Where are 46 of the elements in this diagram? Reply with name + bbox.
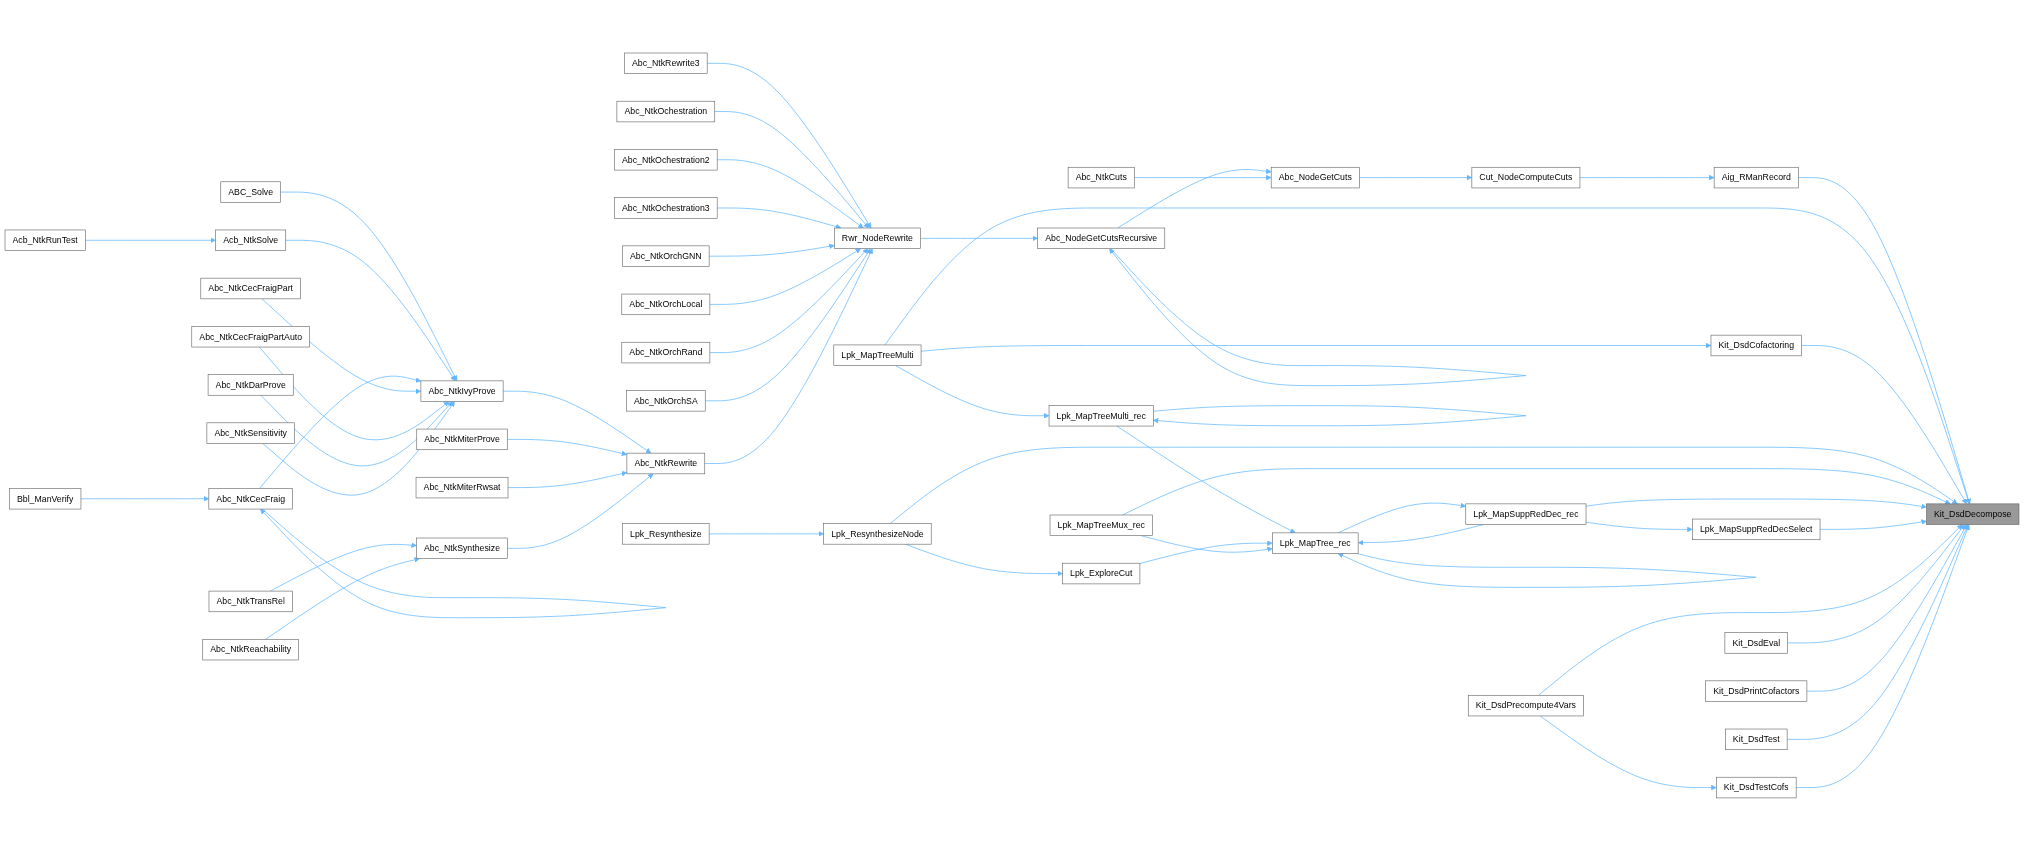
node-box: Abc_NtkReachability xyxy=(202,639,299,661)
node-box: Abc_NtkOrchSA xyxy=(626,390,706,412)
node-box: Lpk_MapSuppRedDecSelect xyxy=(1692,518,1821,541)
node-box: Abc_NtkDarProve xyxy=(207,374,294,396)
node-box: Lpk_MapTreeMulti_rec xyxy=(1048,405,1154,427)
node-box: Lpk_MapTree_rec xyxy=(1272,532,1359,554)
node-box: Abc_NtkMiterRwsat xyxy=(415,477,509,499)
node-box: Kit_DsdTest xyxy=(1725,728,1788,751)
node-box: Abc_NtkCecFraigPart xyxy=(200,277,301,300)
node-box: Kit_DsdTestCofs xyxy=(1716,776,1797,799)
node-box: Abc_NtkIvyProve xyxy=(420,380,504,402)
node-box: Lpk_MapSuppRedDec_rec xyxy=(1465,503,1587,525)
node-box: Lpk_ResynthesizeNode xyxy=(823,523,932,545)
node-box: Abc_NtkOrchGNN xyxy=(622,245,710,267)
node-box: Lpk_MapTreeMulti xyxy=(833,344,922,366)
node-box: Abc_NtkMiterProve xyxy=(416,428,508,451)
node-box: Abc_NtkOrchRand xyxy=(621,342,711,364)
node-box: Lpk_Resynthesize xyxy=(622,523,710,545)
node-box: Abc_NtkCuts xyxy=(1067,167,1135,189)
node-box: Lpk_ExploreCut xyxy=(1062,562,1141,585)
node-box: Abc_NodeGetCuts xyxy=(1270,167,1360,189)
node-box: ABC_Solve xyxy=(220,181,281,203)
node-box: Lpk_MapTreeMux_rec xyxy=(1049,514,1153,537)
node-box: Abc_NtkSensitivity xyxy=(206,422,295,444)
node-box: Abc_NtkOchestration2 xyxy=(614,149,718,171)
node-box: Rwr_NodeRewrite xyxy=(834,227,921,250)
node-box: Cut_NodeComputeCuts xyxy=(1471,167,1581,189)
node-box: Kit_DsdEval xyxy=(1724,632,1788,654)
node-box: Abc_NodeGetCutsRecursive xyxy=(1037,227,1166,250)
node-box: Kit_DsdPrintCofactors xyxy=(1705,680,1808,702)
node-box: Abc_NtkCecFraig xyxy=(208,488,293,510)
node-box: Kit_DsdPrecompute4Vars xyxy=(1467,695,1584,717)
node-box: Bbl_ManVerify xyxy=(9,488,82,510)
node-box: Kit_DsdDecompose xyxy=(1926,503,2020,525)
node-box: Abc_NtkCecFraigPartAuto xyxy=(191,326,310,348)
node-box: Acb_NtkRunTest xyxy=(4,229,86,251)
node-box: Abc_NtkTransRel xyxy=(208,590,293,613)
node-box: Aig_RManRecord xyxy=(1713,167,1799,189)
node-box: Abc_NtkRewrite3 xyxy=(624,52,708,75)
node-box: Kit_DsdCofactoring xyxy=(1710,334,1802,357)
node-box: Acb_NtkSolve xyxy=(215,229,287,251)
node-box: Abc_NtkOchestration xyxy=(616,100,716,123)
node-box: Abc_NtkOrchLocal xyxy=(621,293,711,316)
node-box: Abc_NtkOchestration3 xyxy=(614,197,718,219)
node-box: Abc_NtkSynthesize xyxy=(416,537,508,560)
node-box: Abc_NtkRewrite xyxy=(626,452,706,475)
